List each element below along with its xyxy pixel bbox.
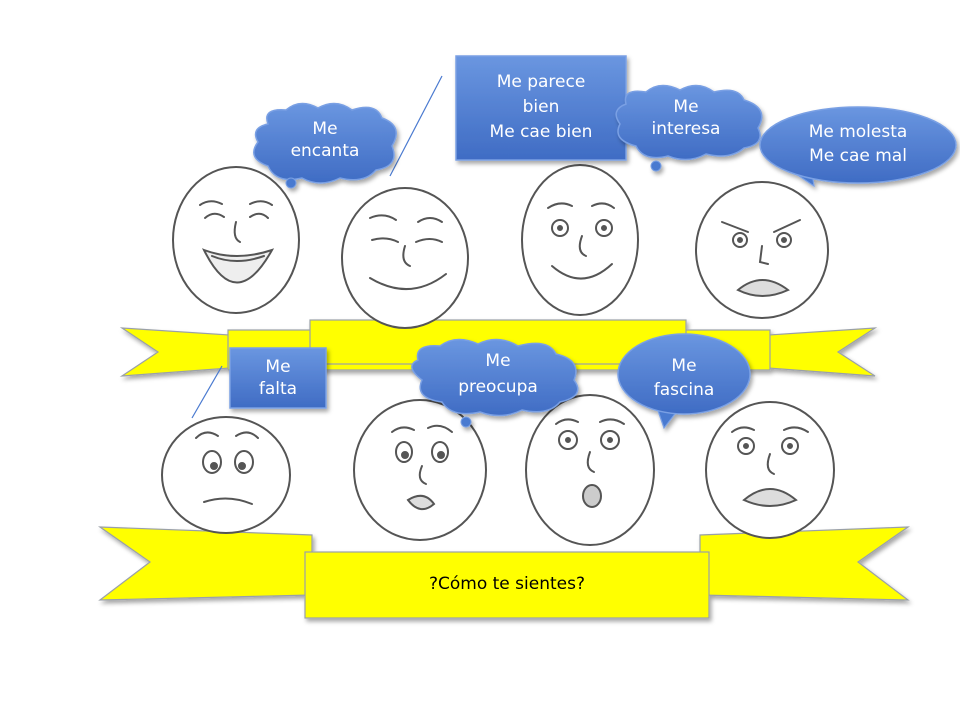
speech-bubble-molesta <box>759 106 957 188</box>
speech-box-parece-bien <box>455 55 627 161</box>
speech-bubble-preocupa <box>411 338 579 428</box>
label-encanta: Me encanta <box>290 119 360 161</box>
bottom-ribbon-banner <box>97 526 911 619</box>
speech-bubble-interesa <box>615 84 763 172</box>
callout-lines <box>191 75 443 419</box>
speech-bubble-encanta <box>253 102 397 189</box>
label-falta: Me falta <box>258 357 298 399</box>
face-sad <box>161 416 291 534</box>
banner-question: ?Cómo te sientes? <box>428 574 585 594</box>
label-preocupa: Me preocupa <box>458 351 538 397</box>
face-interested <box>521 164 639 316</box>
face-scared <box>705 401 835 539</box>
label-fascina: Me fascina <box>653 356 715 400</box>
label-molesta: Me molesta Me cae mal <box>808 122 908 166</box>
face-smirking <box>341 187 469 329</box>
label-parece-bien: Me parece bien Me cae bien <box>489 72 593 142</box>
face-angry <box>695 181 829 319</box>
face-surprised <box>525 394 655 546</box>
face-worried <box>353 399 487 541</box>
speech-box-falta <box>229 347 327 409</box>
face-laughing <box>172 166 300 314</box>
label-interesa: Me interesa <box>651 97 721 139</box>
speech-bubble-fascina <box>617 333 751 430</box>
